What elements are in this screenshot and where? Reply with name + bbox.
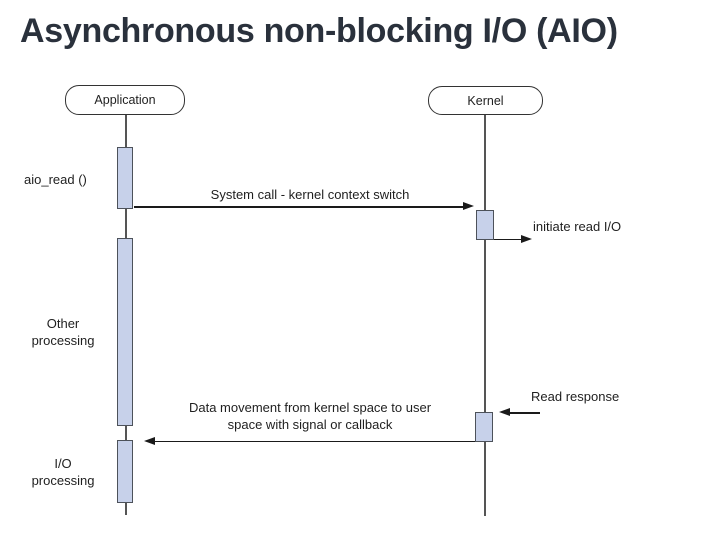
arrow-data-movement-line [154, 440, 475, 442]
arrow-read-response-line [507, 412, 540, 414]
arrow-read-response-arrowhead [499, 408, 510, 417]
label-io-processing-line2: processing [31, 473, 95, 488]
message-data-movement-line2: space with signal or callback [227, 417, 393, 432]
actor-application-label: Application [94, 93, 156, 107]
message-data-movement: Data movement from kernel space to user … [160, 399, 460, 433]
message-read-response: Read response [531, 389, 620, 404]
app-activation-aio-read [117, 147, 133, 209]
kernel-activation-response [475, 412, 493, 442]
app-activation-other-processing [117, 238, 133, 426]
message-data-movement-line1: Data movement from kernel space to user [188, 400, 432, 415]
message-system-call: System call - kernel context switch [210, 187, 410, 202]
label-other-processing-line2: processing [31, 333, 95, 348]
kernel-activation-initiate [476, 210, 494, 240]
kernel-lifeline [484, 115, 486, 516]
actor-application: Application [65, 85, 185, 115]
arrow-system-call-arrowhead [463, 202, 474, 211]
label-aio-read: aio_read () [24, 172, 87, 187]
arrow-initiate-read-arrowhead [521, 234, 532, 243]
label-other-processing-line1: Other [46, 316, 80, 331]
label-io-processing: I/O processing [13, 455, 113, 489]
actor-kernel-label: Kernel [467, 93, 504, 108]
arrow-initiate-read-line [494, 238, 522, 240]
label-other-processing: Other processing [13, 315, 113, 349]
actor-kernel: Kernel [428, 86, 543, 115]
page-title: Asynchronous non-blocking I/O (AIO) [20, 12, 618, 50]
app-activation-io-processing [117, 440, 133, 503]
label-io-processing-line1: I/O [54, 456, 72, 471]
arrow-data-movement-arrowhead [144, 436, 155, 445]
arrow-system-call-line [134, 206, 464, 208]
message-initiate-read: initiate read I/O [533, 219, 622, 234]
